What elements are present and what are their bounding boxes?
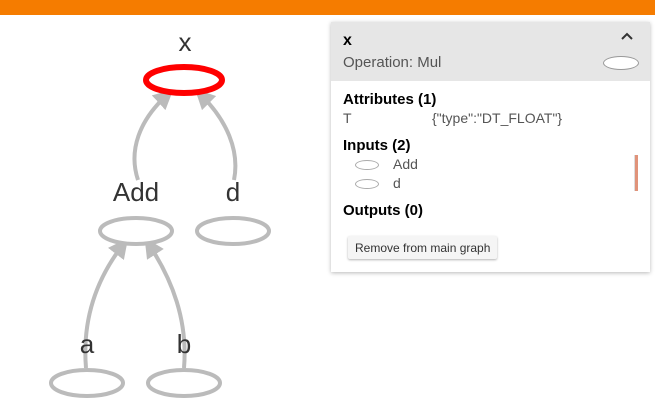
node-info-panel: x Operation: Mul Attributes (1) T {"type…: [331, 22, 650, 272]
scrollbar[interactable]: [634, 155, 638, 191]
node-label-x: x: [179, 27, 192, 57]
attribute-key: T: [343, 110, 352, 126]
edge-add-to-x: [132, 89, 174, 181]
input-name[interactable]: Add: [393, 156, 418, 172]
remove-from-main-graph-button[interactable]: Remove from main graph: [348, 236, 498, 259]
node-shape-add[interactable]: [98, 216, 174, 246]
op-node-shape-icon: [603, 56, 639, 70]
attribute-value: {"type":"DT_FLOAT"}: [432, 110, 563, 126]
node-shape-d[interactable]: [195, 216, 271, 246]
graph-canvas[interactable]: x Add d a b: [0, 15, 330, 412]
edge-b-to-add: [144, 237, 187, 369]
graph-node-a[interactable]: a: [49, 329, 125, 398]
node-shape-b[interactable]: [146, 368, 222, 398]
chevron-up-icon: [621, 32, 633, 40]
panel-header: x Operation: Mul: [331, 22, 650, 81]
edge-a-to-add: [83, 238, 129, 369]
attributes-title: Attributes (1): [343, 91, 437, 108]
node-shape-a[interactable]: [49, 368, 125, 398]
graph-node-add[interactable]: Add: [98, 177, 174, 246]
top-accent-bar: [0, 0, 655, 15]
edge-d-to-x: [194, 88, 238, 181]
node-label-add: Add: [113, 177, 159, 207]
op-node-mini-icon: [355, 160, 379, 170]
graph-node-b[interactable]: b: [146, 329, 222, 398]
op-node-mini-icon: [355, 179, 379, 189]
inputs-title: Inputs (2): [343, 137, 411, 154]
graph-node-x[interactable]: x: [143, 27, 225, 96]
collapse-button[interactable]: [618, 28, 636, 46]
outputs-title: Outputs (0): [343, 202, 423, 219]
node-label-b: b: [177, 329, 191, 359]
node-operation: Operation: Mul: [343, 54, 442, 71]
node-label-a: a: [80, 329, 95, 359]
node-label-d: d: [226, 177, 240, 207]
input-name[interactable]: d: [393, 175, 401, 191]
graph-node-d[interactable]: d: [195, 177, 271, 246]
graph-svg[interactable]: x Add d a b: [0, 15, 330, 412]
node-shape-x[interactable]: [143, 64, 225, 96]
node-title: x: [343, 32, 352, 49]
